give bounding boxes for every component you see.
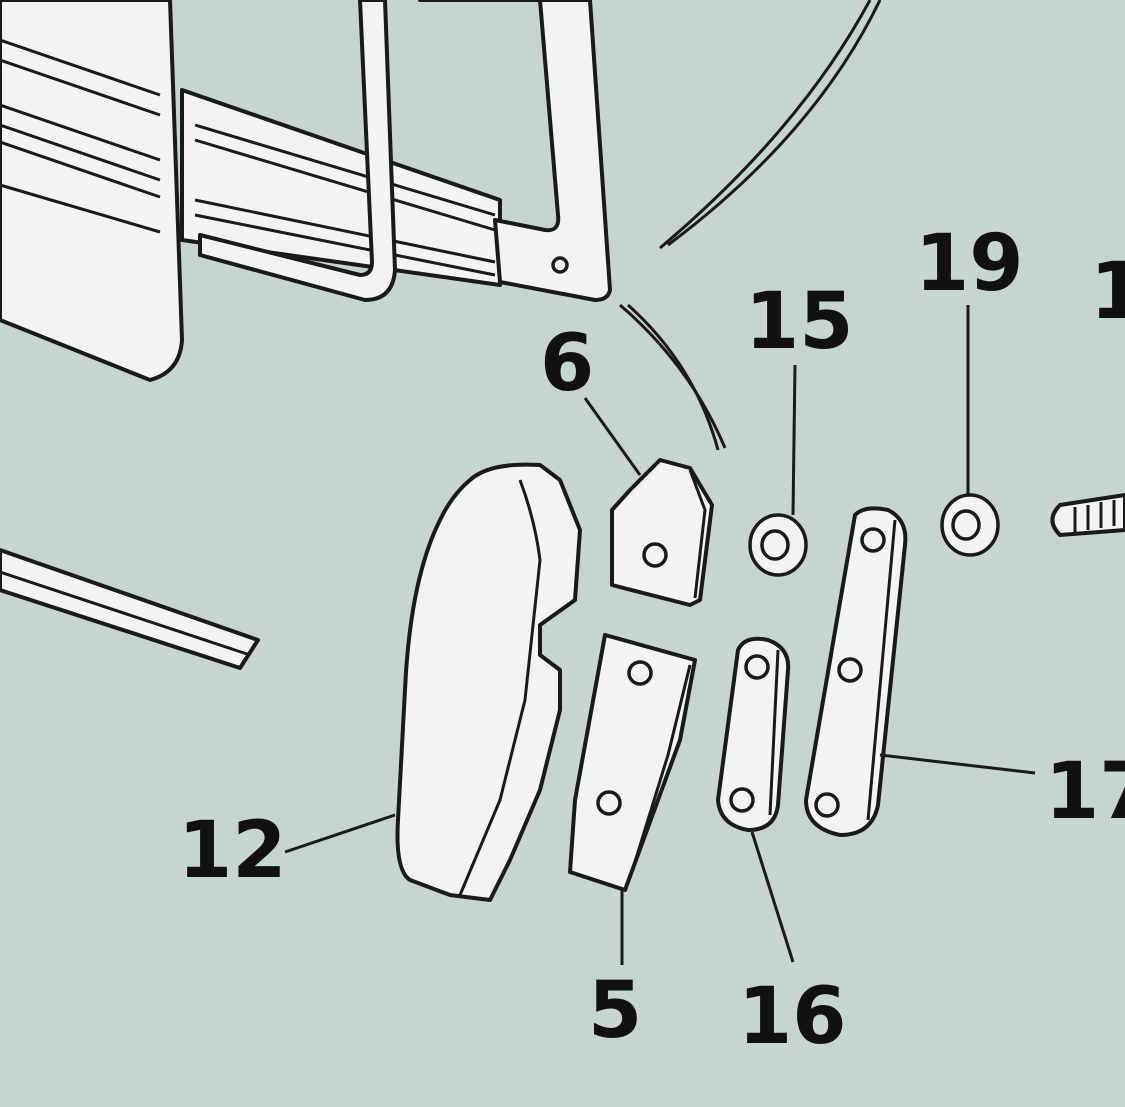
part-17-hole-top [860, 527, 886, 553]
part-19-washer [940, 493, 1000, 557]
part-6-hole [642, 542, 668, 568]
part-5-hole-top [627, 660, 653, 686]
callout-5: 5 [588, 966, 642, 1056]
callout-labels: 6 15 19 1 12 17 5 16 [178, 219, 1125, 1062]
part-17-hole-bottom [814, 792, 840, 818]
door-panel [0, 0, 184, 382]
frame-screw-hole [551, 256, 569, 274]
leader-6 [583, 397, 642, 476]
callout-6: 6 [540, 319, 594, 409]
leader-12 [284, 813, 396, 854]
leader-16 [750, 831, 795, 963]
cable [619, 0, 882, 451]
part-6-bracket [610, 458, 714, 607]
screw [1050, 493, 1125, 537]
part-17-long-link [804, 506, 908, 837]
leader-lines [284, 305, 1036, 965]
part-16-hole-bottom [729, 787, 755, 813]
callout-17: 17 [1045, 747, 1125, 837]
door-rail [180, 88, 502, 287]
trim-strip [0, 548, 260, 670]
callout-1-partial: 1 [1090, 247, 1125, 337]
part-5-plate [568, 633, 697, 892]
part-16-hole-top [744, 654, 770, 680]
part-5-hole-bottom [596, 790, 622, 816]
part-17-hole-middle [837, 657, 863, 683]
callout-19: 19 [915, 219, 1024, 309]
window-frame [198, 0, 612, 302]
callout-12: 12 [178, 806, 287, 896]
part-12-armrest-pad [395, 462, 582, 902]
part-15-washer [748, 513, 808, 577]
leader-17 [879, 753, 1036, 775]
callout-15: 15 [745, 277, 854, 367]
leader-15 [791, 364, 797, 516]
callout-16: 16 [738, 972, 847, 1062]
part-16-short-link [716, 636, 791, 832]
